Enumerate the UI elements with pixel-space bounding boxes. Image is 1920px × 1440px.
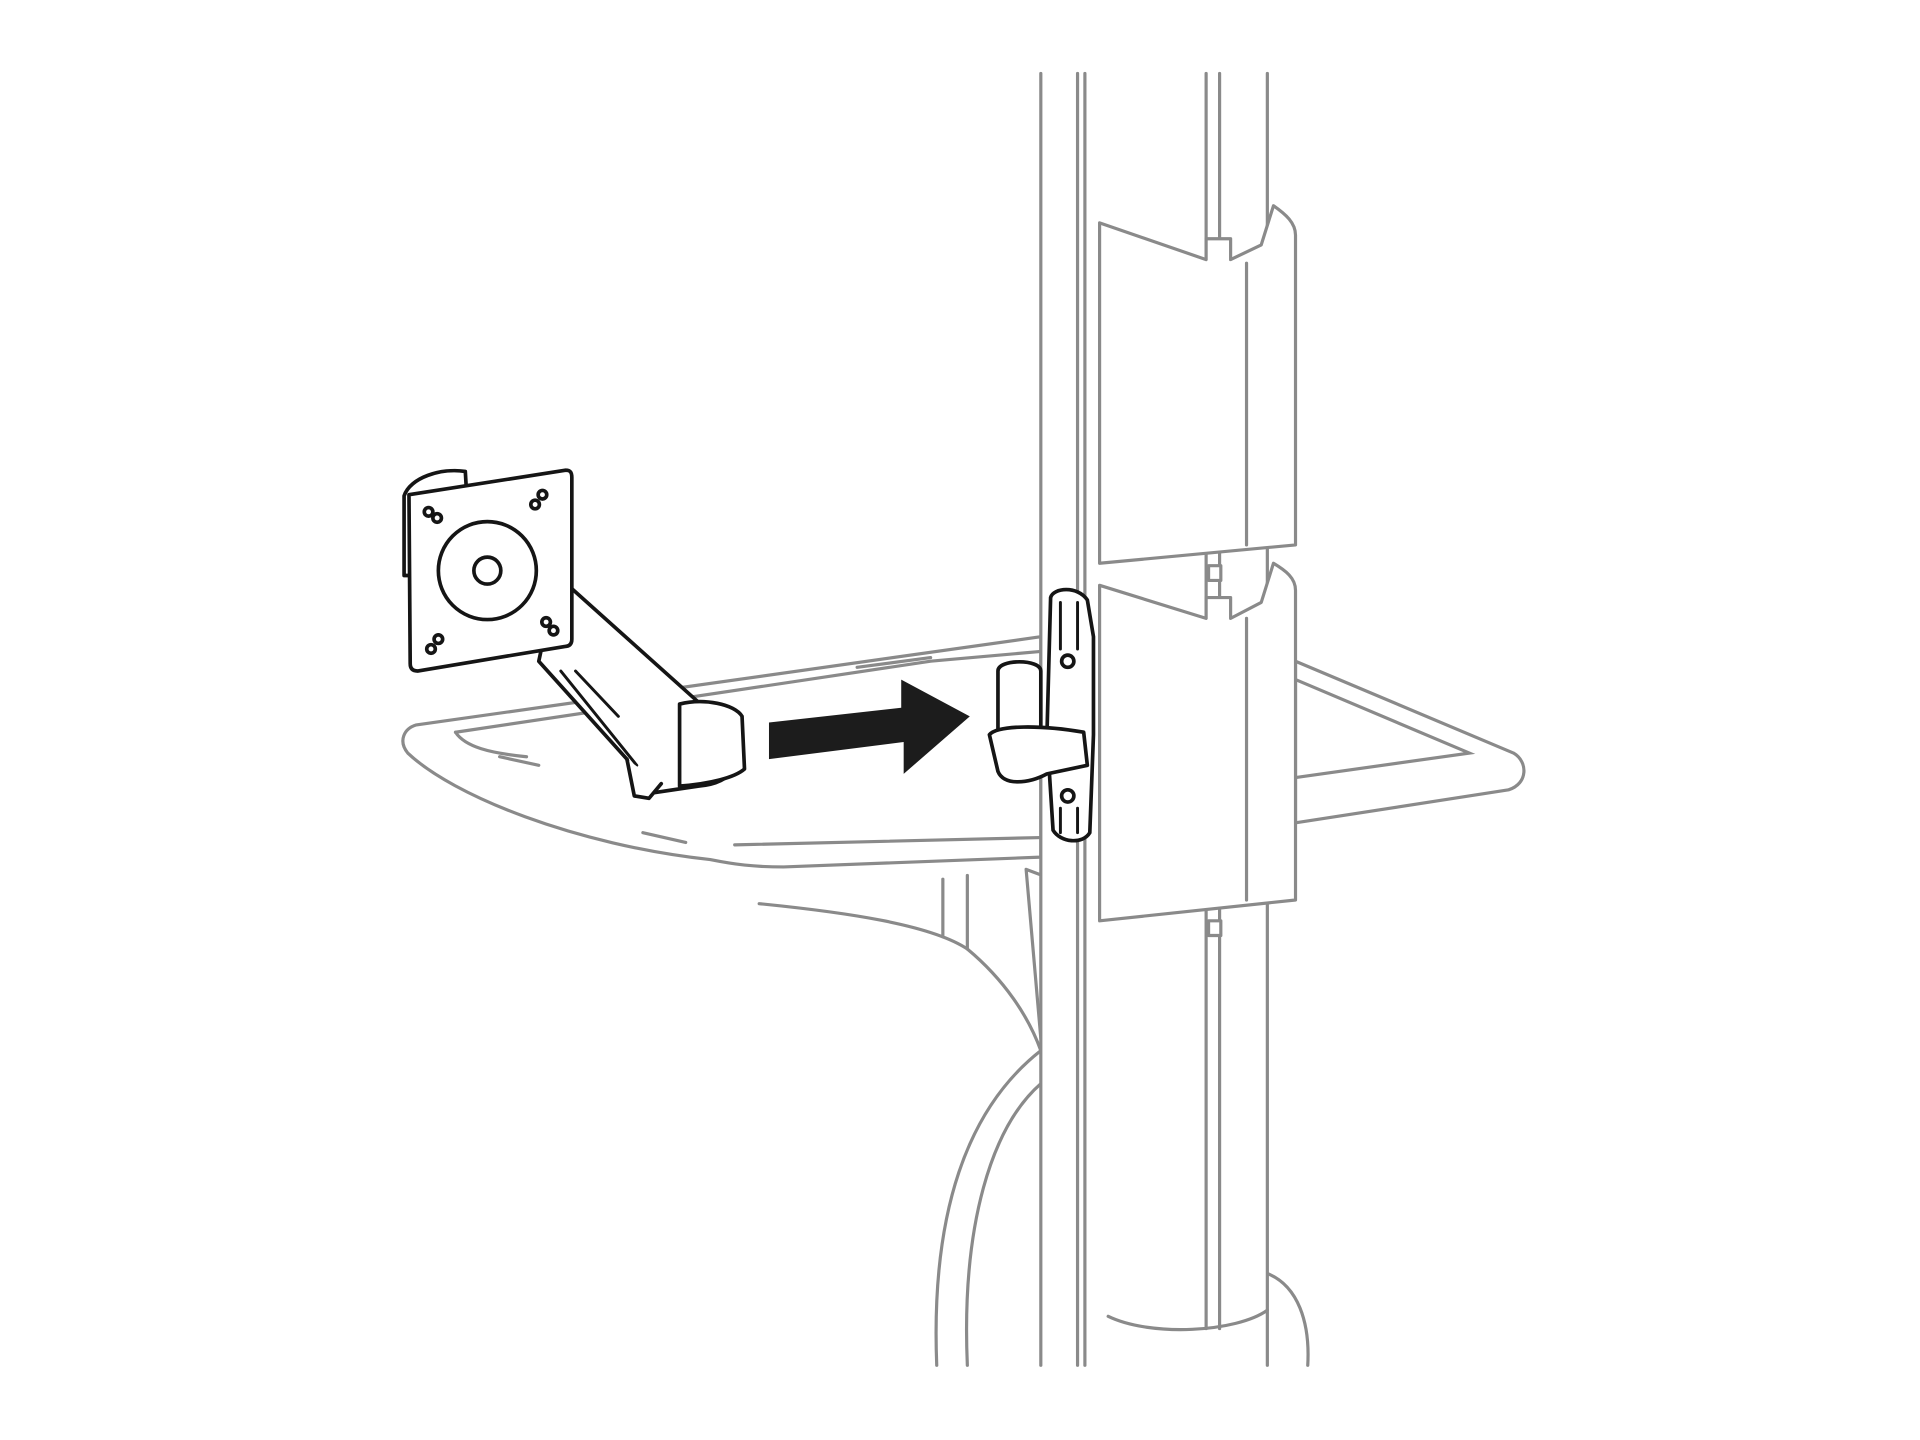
cable-cover-lower bbox=[1098, 561, 1298, 938]
vesa-mounting-plate bbox=[407, 468, 574, 673]
cart-shelf-right bbox=[1293, 659, 1526, 825]
cable-cover-upper bbox=[1098, 204, 1298, 565]
arrow-right-icon bbox=[768, 679, 970, 774]
pole-mount-bracket bbox=[987, 587, 1096, 843]
cart-base-curve bbox=[934, 1049, 1310, 1367]
